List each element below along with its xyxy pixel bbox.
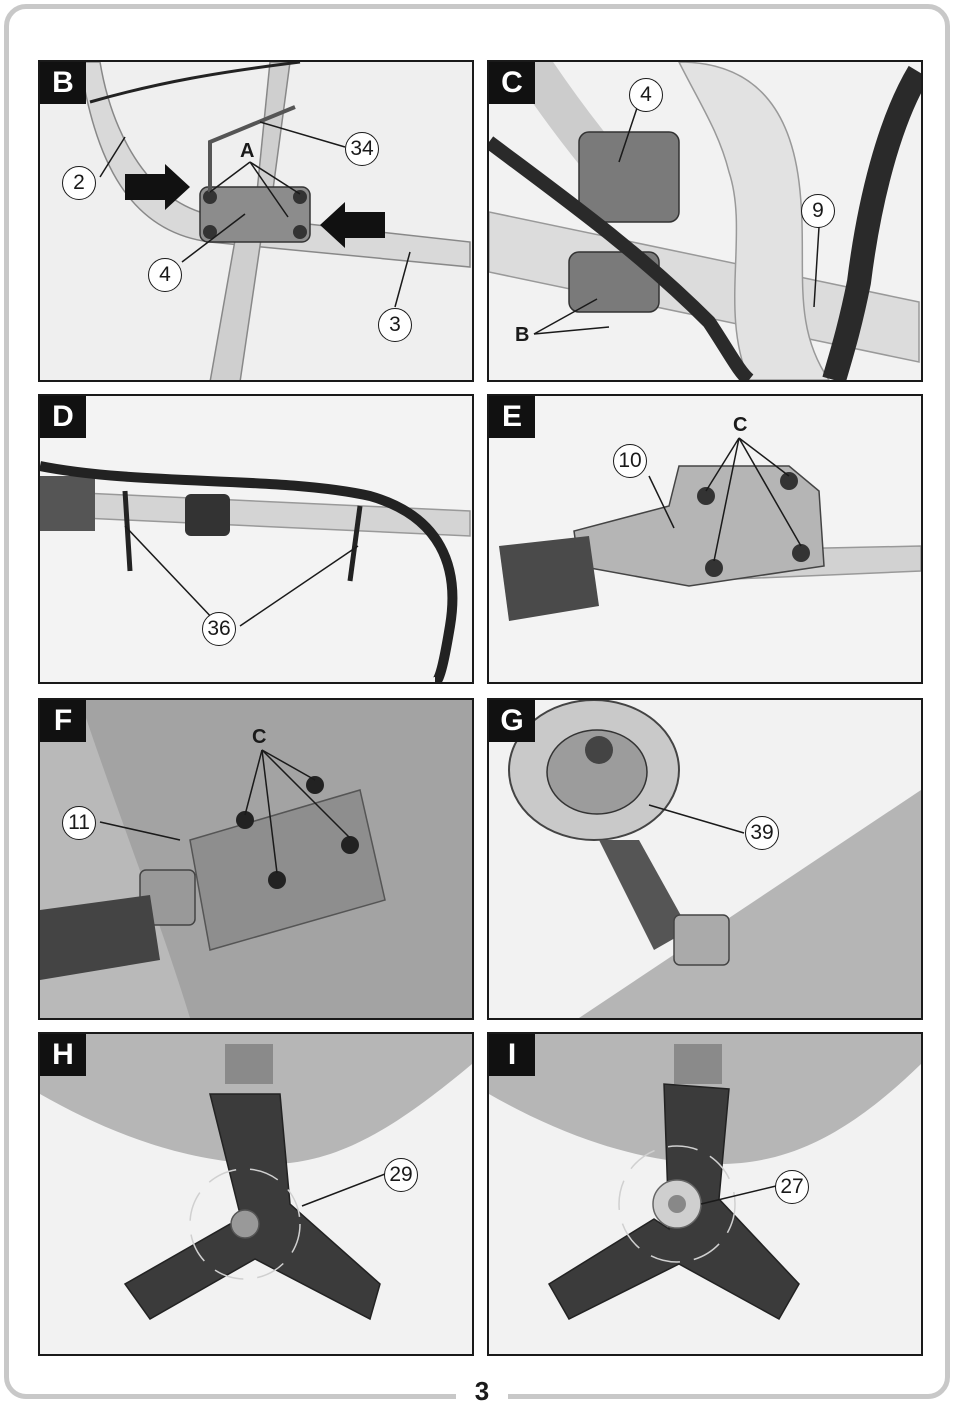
panel-letter-c: C <box>489 62 535 104</box>
callout-4: 4 <box>629 78 663 112</box>
figure-panel-d: D 36 <box>38 394 474 684</box>
panel-letter-h: H <box>40 1034 86 1076</box>
photo-f <box>40 700 472 1018</box>
photo-g <box>489 700 921 1018</box>
photo-e <box>489 396 921 682</box>
label-b: B <box>515 324 530 346</box>
panel-letter-d: D <box>40 396 86 438</box>
callout-10: 10 <box>613 444 647 478</box>
label-c: C <box>733 414 748 436</box>
figure-panel-e: E C 10 <box>487 394 923 684</box>
page-number: 3 <box>456 1372 508 1411</box>
callout-9: 9 <box>801 194 835 228</box>
callout-34: 34 <box>345 132 379 166</box>
panel-letter-g: G <box>489 700 535 742</box>
photo-i <box>489 1034 921 1354</box>
photo-c <box>489 62 921 380</box>
figure-panel-c: C B 4 9 <box>487 60 923 382</box>
label-c: C <box>252 726 267 748</box>
callout-36: 36 <box>202 612 236 646</box>
callout-3: 3 <box>378 308 412 342</box>
label-a: A <box>240 140 255 162</box>
figure-panel-f: F C 11 <box>38 698 474 1020</box>
panel-letter-e: E <box>489 396 535 438</box>
callout-2: 2 <box>62 166 96 200</box>
figure-panel-b: B A 2 34 4 3 <box>38 60 474 382</box>
photo-h <box>40 1034 472 1354</box>
photo-b <box>40 62 472 380</box>
callout-29: 29 <box>384 1158 418 1192</box>
callout-27: 27 <box>775 1170 809 1204</box>
panel-letter-f: F <box>40 700 86 742</box>
callout-39: 39 <box>745 816 779 850</box>
figure-panel-i: I 27 <box>487 1032 923 1356</box>
callout-4: 4 <box>148 258 182 292</box>
panel-letter-i: I <box>489 1034 535 1076</box>
figure-panel-g: G 39 <box>487 698 923 1020</box>
figure-panel-h: H 29 <box>38 1032 474 1356</box>
panel-letter-b: B <box>40 62 86 104</box>
photo-d <box>40 396 472 682</box>
callout-11: 11 <box>62 806 96 840</box>
